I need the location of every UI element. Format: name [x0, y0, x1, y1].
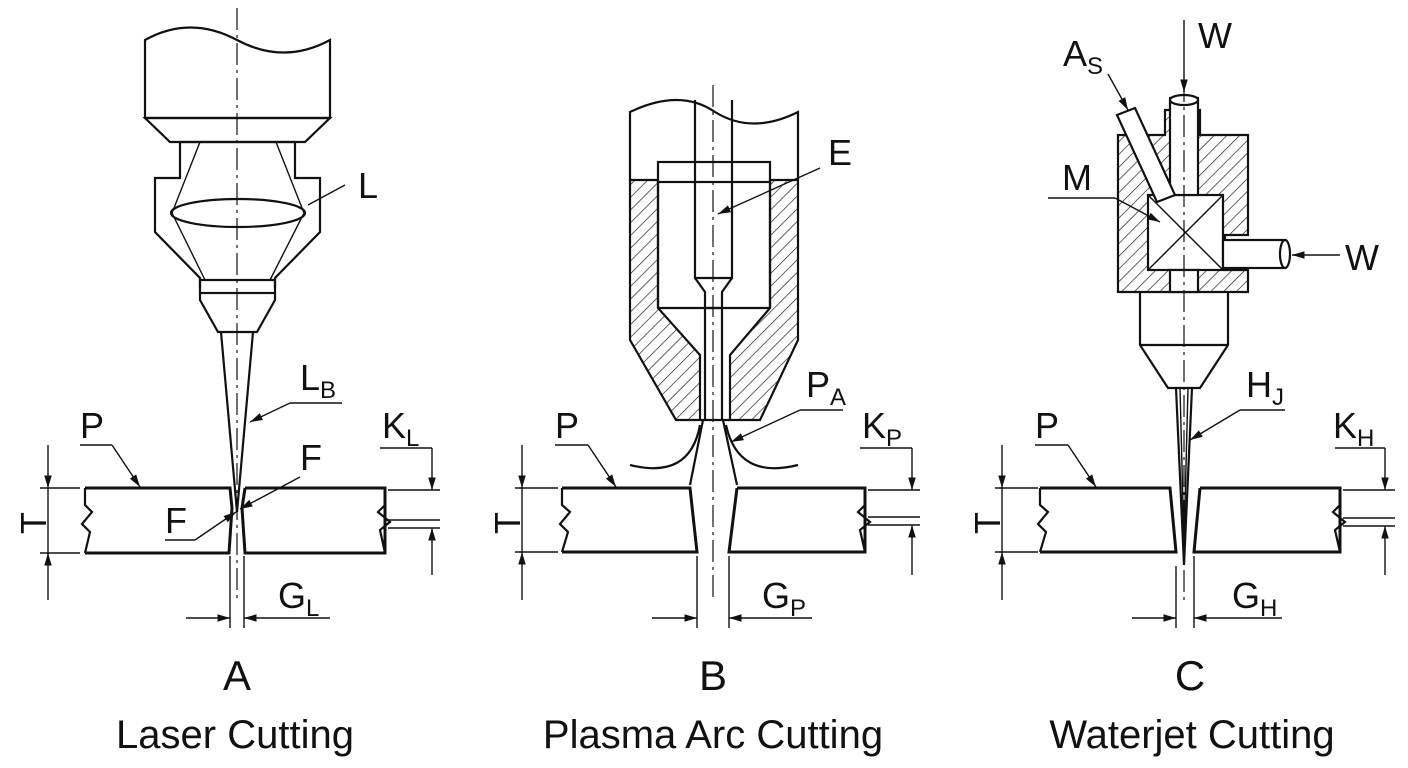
- panel-title: Waterjet Cutting: [1049, 713, 1334, 757]
- panel-letter: B: [699, 652, 727, 699]
- focus-label-bottom: F: [165, 500, 187, 541]
- thickness-label: T: [487, 512, 528, 534]
- plasma-arc: [688, 419, 739, 486]
- laser-head: [142, 26, 333, 334]
- lens-icon: [169, 197, 307, 229]
- water-top-label: W: [1198, 15, 1232, 56]
- waterjet-plate: [1036, 486, 1347, 554]
- jet-label: HJ: [1246, 364, 1284, 411]
- thickness-label: T: [13, 512, 54, 534]
- electrode-label: E: [828, 132, 852, 173]
- waterjet-head: [1115, 93, 1292, 390]
- mixing-label: M: [1062, 157, 1092, 198]
- beam-label: LB: [300, 357, 336, 404]
- gap-label: GP: [762, 575, 806, 622]
- panel-title: Plasma Arc Cutting: [543, 713, 883, 757]
- panel-title: Laser Cutting: [116, 713, 354, 757]
- arc-label: PA: [806, 364, 846, 411]
- panel-letter: C: [1175, 652, 1205, 699]
- panel-waterjet: W W AS M HJ P T KH: [967, 15, 1395, 757]
- panel-plasma: E PA P T KP GP B Plasma Arc Cutting: [487, 85, 920, 757]
- kerf-label: KL: [382, 405, 419, 452]
- thickness-label: T: [967, 512, 1008, 534]
- plate-label: P: [80, 405, 104, 446]
- plasma-torch: [628, 98, 800, 422]
- abrasive-label: AS: [1063, 33, 1103, 80]
- plate-label: P: [555, 405, 579, 446]
- kerf-label: KH: [1333, 405, 1374, 452]
- gap-label: GH: [1232, 575, 1277, 622]
- water-side-label: W: [1345, 237, 1379, 278]
- gap-label: GL: [278, 575, 319, 622]
- panel-letter: A: [223, 652, 251, 699]
- plate-label: P: [1035, 405, 1059, 446]
- lens-label: L: [358, 165, 378, 206]
- focus-label-top: F: [300, 437, 322, 478]
- kerf-label: KP: [862, 405, 902, 452]
- plasma-plate: [558, 486, 872, 554]
- water-jet: [1174, 387, 1194, 566]
- panel-laser: L LB F F P T KL GL: [13, 8, 440, 757]
